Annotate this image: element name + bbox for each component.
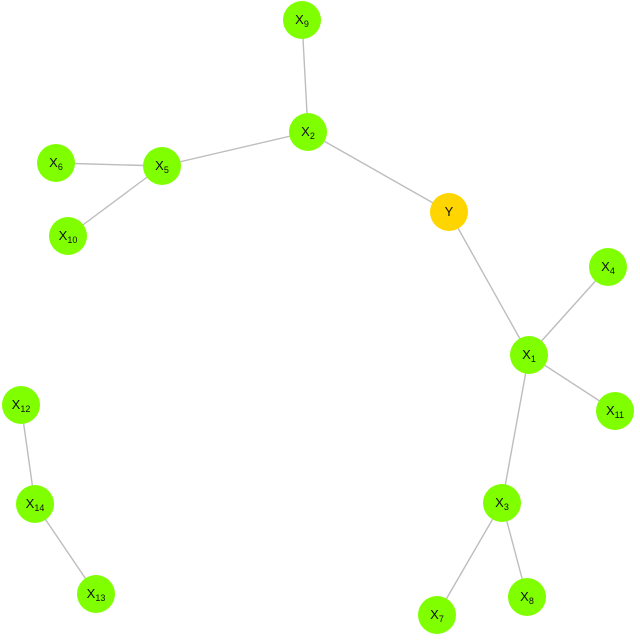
node-x3[interactable]: X3 bbox=[483, 484, 521, 522]
node-label: X10 bbox=[59, 228, 78, 245]
node-label: X9 bbox=[295, 12, 309, 29]
node-x1[interactable]: X1 bbox=[510, 336, 548, 374]
edge-x2-y bbox=[307, 131, 450, 213]
node-label: X2 bbox=[301, 124, 315, 141]
node-circle bbox=[143, 147, 181, 185]
node-circle bbox=[589, 248, 627, 286]
node-circle bbox=[49, 217, 87, 255]
node-x2[interactable]: X2 bbox=[289, 113, 327, 151]
node-circle bbox=[596, 392, 634, 430]
edge-x2-x5 bbox=[161, 131, 309, 167]
node-circle bbox=[283, 1, 321, 39]
node-x12[interactable]: X12 bbox=[2, 386, 40, 424]
edge-x3-x7 bbox=[436, 502, 503, 616]
node-label: X6 bbox=[49, 155, 63, 172]
node-circle bbox=[508, 578, 546, 616]
node-circle bbox=[430, 193, 468, 231]
node-label: Y bbox=[445, 204, 454, 219]
node-circle bbox=[418, 596, 456, 634]
node-circle bbox=[483, 484, 521, 522]
node-circle bbox=[510, 336, 548, 374]
node-x13[interactable]: X13 bbox=[77, 575, 115, 613]
node-label: X11 bbox=[606, 403, 624, 420]
node-x11[interactable]: X11 bbox=[596, 392, 634, 430]
node-circle bbox=[2, 386, 40, 424]
edge-x1-x4 bbox=[528, 266, 609, 356]
node-x9[interactable]: X9 bbox=[283, 1, 321, 39]
edge-y-x1 bbox=[448, 211, 530, 356]
node-label: X7 bbox=[430, 607, 444, 624]
node-x6[interactable]: X6 bbox=[37, 144, 75, 182]
node-circle bbox=[37, 144, 75, 182]
edge-x1-x3 bbox=[501, 354, 530, 504]
node-label: X8 bbox=[520, 589, 534, 606]
node-x7[interactable]: X7 bbox=[418, 596, 456, 634]
node-x5[interactable]: X5 bbox=[143, 147, 181, 185]
node-label: X4 bbox=[601, 259, 615, 276]
node-label: X1 bbox=[522, 347, 536, 364]
node-x8[interactable]: X8 bbox=[508, 578, 546, 616]
node-circle bbox=[77, 575, 115, 613]
node-x14[interactable]: X14 bbox=[16, 485, 54, 523]
edge-x5-x10 bbox=[67, 165, 163, 237]
node-label: X5 bbox=[155, 158, 169, 175]
node-label: X13 bbox=[87, 586, 106, 603]
node-y[interactable]: Y bbox=[430, 193, 468, 231]
node-x4[interactable]: X4 bbox=[589, 248, 627, 286]
node-label: X14 bbox=[26, 496, 45, 513]
node-x10[interactable]: X10 bbox=[49, 217, 87, 255]
node-circle bbox=[16, 485, 54, 523]
node-circle bbox=[289, 113, 327, 151]
node-label: X3 bbox=[495, 495, 509, 512]
edge-layer bbox=[20, 19, 616, 616]
node-label: X12 bbox=[12, 397, 31, 414]
